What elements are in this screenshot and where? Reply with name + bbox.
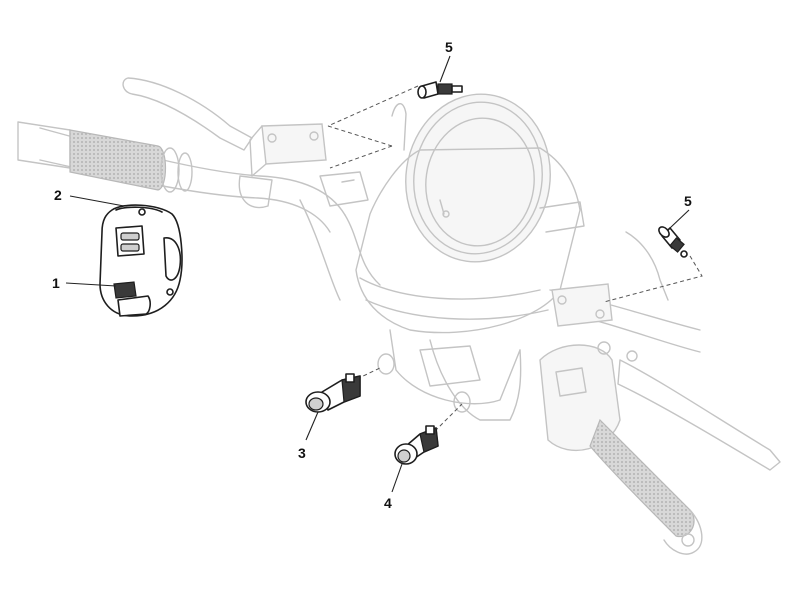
callout-number-3: 3 [298, 445, 306, 461]
callout-5-right: 5 [669, 193, 692, 229]
callout-1: 1 [52, 275, 117, 291]
callout-number-2: 2 [54, 187, 62, 203]
callout-5-top: 5 [439, 39, 453, 83]
switch-part-3 [305, 373, 361, 413]
callout-number-1: 1 [52, 275, 60, 291]
indicator-bulb-top [417, 81, 463, 99]
callout-number-5-right: 5 [684, 193, 692, 209]
callout-4: 4 [384, 463, 403, 511]
handlebar-assembly-ghost [17, 77, 781, 555]
callout-number-4: 4 [384, 495, 392, 511]
callout-2: 2 [54, 187, 125, 207]
indicator-bulb-right [658, 226, 688, 258]
callout-3: 3 [298, 411, 319, 461]
callout-number-5-top: 5 [445, 39, 453, 55]
left-switch-housing [99, 204, 183, 317]
switch-part-4 [394, 425, 439, 465]
